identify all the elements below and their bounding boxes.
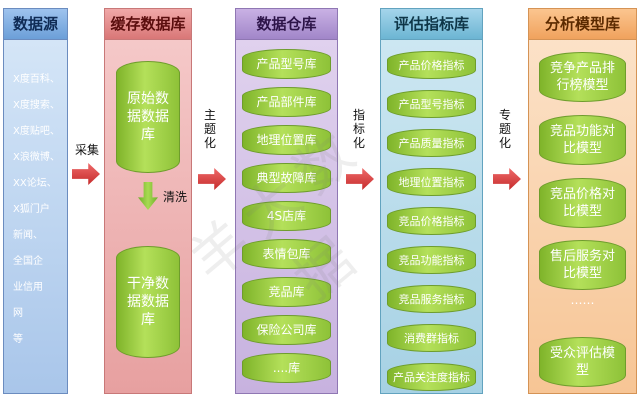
source-item: X度贴吧、 (13, 126, 60, 137)
model-item: 售后服务对比模型 (539, 240, 626, 290)
data-warehouse-title: 数据仓库 (236, 9, 337, 40)
model-item: 竞争产品排行榜模型 (539, 52, 626, 102)
clean-arrow-icon (138, 182, 158, 210)
thematize-label: 主题化 (203, 108, 216, 150)
analysis-model-column: 分析模型库 竞争产品排行榜模型 竞品功能对比模型 竞品价格对比模型 售后服务对比… (528, 8, 637, 394)
indicator-item: 消费群指标 (387, 324, 476, 352)
source-item: X狐门户 (13, 204, 50, 215)
collect-label: 采集 (74, 143, 99, 157)
data-source-column: 数据源 X度百科、 X度搜索、 X度贴吧、 X浪微博、 XX论坛、 X狐门户 新… (3, 8, 68, 394)
indicator-item: 产品质量指标 (387, 129, 476, 157)
warehouse-item: 地理位置库 (242, 125, 331, 155)
warehouse-item: ....库 (242, 353, 331, 383)
raw-db-label: 原始数据数据库 (127, 91, 169, 143)
warehouse-item: 保险公司库 (242, 315, 331, 345)
warehouse-item: 产品部件库 (242, 87, 331, 117)
clean-db-label: 干净数据数据库 (127, 276, 169, 328)
warehouse-item: 竞品库 (242, 277, 331, 307)
indicator-item: 产品价格指标 (387, 51, 476, 79)
data-warehouse-column: 数据仓库 产品型号库 产品部件库 地理位置库 典型故障库 4S店库 表情包库 竞… (235, 8, 338, 394)
analysis-model-title: 分析模型库 (529, 9, 636, 40)
indexize-label: 指标化 (352, 108, 365, 150)
indicator-item: 产品关注度指标 (387, 363, 476, 391)
indexize-arrow-icon (346, 168, 374, 190)
collect-arrow-icon (72, 163, 100, 185)
data-source-title: 数据源 (4, 9, 67, 40)
raw-db-cylinder: 原始数据数据库 (116, 61, 180, 173)
clean-db-cylinder: 干净数据数据库 (116, 246, 180, 358)
indicator-item: 竞品功能指标 (387, 246, 476, 274)
source-item: XX论坛、 (13, 178, 57, 189)
indicator-item: 产品型号指标 (387, 90, 476, 118)
cache-db-column: 缓存数据库 原始数据数据库 清洗 干净数据数据库 (104, 8, 192, 394)
source-item: X度搜索、 (13, 100, 60, 111)
indicator-item: 竞品服务指标 (387, 285, 476, 313)
source-item: X度百科、 (13, 74, 60, 85)
warehouse-item: 4S店库 (242, 201, 331, 231)
warehouse-item: 典型故障库 (242, 163, 331, 193)
data-source-list: X度百科、 X度搜索、 X度贴吧、 X浪微博、 XX论坛、 X狐门户 新闻、 全… (4, 40, 67, 393)
model-ellipsis: …… (570, 293, 595, 307)
warehouse-item: 产品型号库 (242, 49, 331, 79)
indicator-item: 竞品价格指标 (387, 207, 476, 235)
model-item: 竞品功能对比模型 (539, 115, 626, 165)
thematize-arrow-icon (198, 168, 226, 190)
indicator-library-title: 评估指标库 (381, 9, 482, 40)
source-item: 全国企 (13, 256, 43, 267)
source-item: 业信用 (13, 282, 43, 293)
topicize-arrow-icon (493, 168, 521, 190)
model-item: 竞品价格对比模型 (539, 178, 626, 228)
source-item: 网 (13, 308, 23, 319)
model-item: 受众评估模型 (539, 337, 626, 387)
clean-label: 清洗 (162, 190, 187, 204)
source-item: 等 (13, 334, 23, 345)
cache-db-title: 缓存数据库 (105, 9, 191, 40)
source-item: 新闻、 (13, 230, 43, 241)
topicize-label: 专题化 (498, 108, 511, 150)
indicator-library-column: 评估指标库 产品价格指标 产品型号指标 产品质量指标 地理位置指标 竞品价格指标… (380, 8, 483, 394)
warehouse-item: 表情包库 (242, 239, 331, 269)
indicator-item: 地理位置指标 (387, 168, 476, 196)
source-item: X浪微博、 (13, 152, 60, 163)
